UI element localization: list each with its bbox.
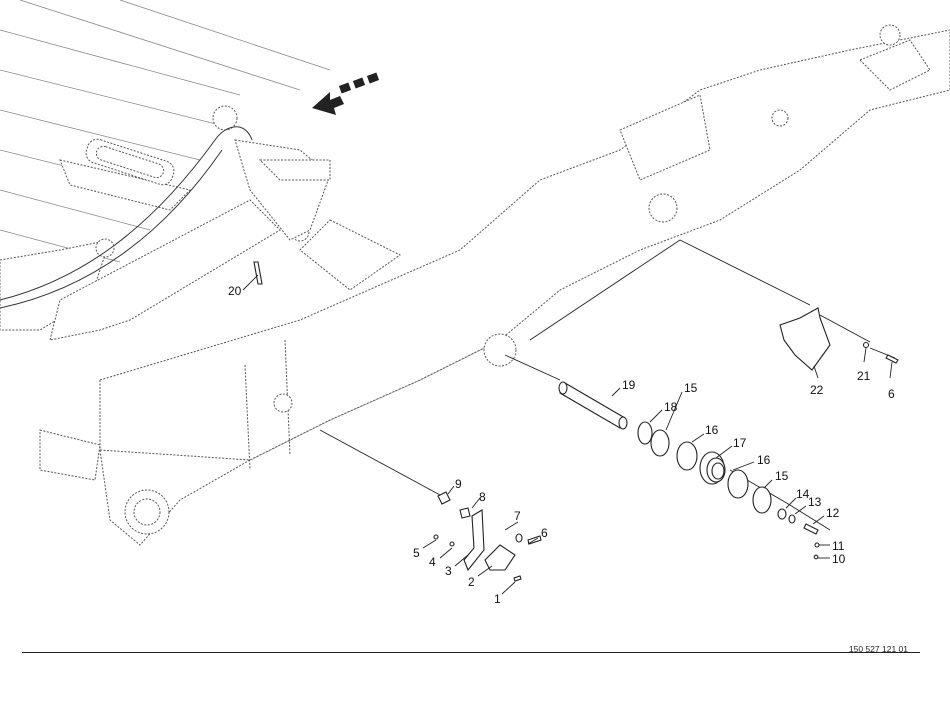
callout-14: 14: [796, 487, 810, 501]
callout-15: 15: [684, 381, 698, 395]
bolt-part: [803, 523, 819, 535]
bracket-part: [463, 509, 485, 572]
guard-bracket-part: [779, 307, 831, 371]
callout-20: 20: [228, 284, 242, 298]
callout-labels: 1 2 3 4 5 6 6 7 8 9 10 11 12 13 14 15 15…: [228, 284, 895, 606]
circlip-part: [752, 486, 772, 514]
pin-part: [558, 381, 628, 430]
callout-16: 16: [705, 423, 719, 437]
nut-part: [433, 534, 439, 540]
washer-part: [515, 533, 523, 543]
callout-15: 15: [775, 469, 789, 483]
washer-part: [727, 469, 749, 499]
explosion-lines: [319, 239, 896, 531]
callout-9: 9: [455, 477, 462, 491]
callout-21: 21: [857, 369, 871, 383]
callout-6: 6: [888, 387, 895, 401]
spacer-part: [459, 507, 471, 519]
callout-13: 13: [808, 495, 822, 509]
washer-part: [862, 341, 870, 349]
washer-part: [788, 514, 796, 524]
flange-part: [484, 544, 516, 571]
nut-part: [814, 542, 820, 548]
circlip-part: [637, 421, 653, 445]
washer-part: [813, 554, 819, 560]
bushing-part: [699, 451, 726, 485]
callout-19: 19: [622, 378, 636, 392]
callout-3: 3: [445, 564, 452, 578]
callout-4: 4: [429, 555, 436, 569]
callout-5: 5: [413, 546, 420, 560]
washer-part: [676, 441, 698, 471]
washer-part: [449, 541, 455, 547]
callout-7: 7: [514, 509, 521, 523]
callout-17: 17: [733, 436, 747, 450]
leader-lines: [242, 274, 893, 595]
document-code: 150 527 121 01: [848, 644, 908, 654]
parts: [253, 261, 899, 582]
bolt-part: [885, 354, 899, 364]
footer-rule: [22, 652, 920, 653]
direction-arrow-icon: [312, 72, 380, 115]
main-frame: [39, 24, 950, 546]
grease-nipple-part: [437, 491, 451, 505]
pin-part: [253, 261, 263, 285]
callout-22: 22: [810, 383, 824, 397]
callout-12: 12: [826, 506, 840, 520]
callout-2: 2: [468, 575, 475, 589]
callout-16: 16: [757, 453, 771, 467]
callout-8: 8: [479, 490, 486, 504]
callout-10: 10: [832, 552, 846, 566]
screw-part: [513, 575, 522, 582]
callout-11: 11: [832, 539, 845, 553]
callout-6: 6: [541, 526, 548, 540]
circlip-part: [650, 429, 670, 457]
callout-1: 1: [494, 592, 501, 606]
callout-18: 18: [664, 400, 678, 414]
washer-part: [777, 508, 787, 520]
